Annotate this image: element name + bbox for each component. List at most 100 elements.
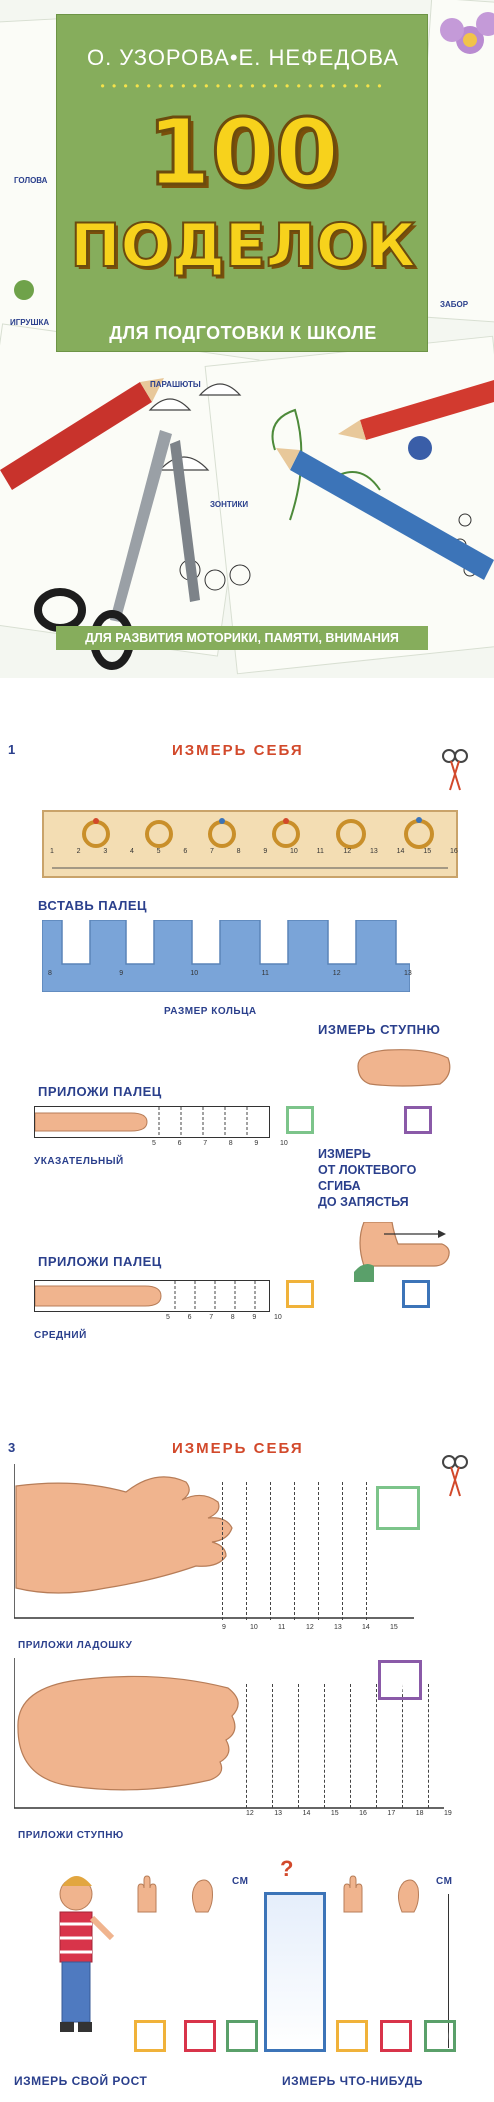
palm-measure-frame [14,1464,414,1619]
dashed-guide [402,1684,403,1808]
foot-measure-frame [14,1658,444,1809]
measure-elbow-line: СГИБА [318,1179,361,1193]
book-authors: О. УЗОРОВА•Е. НЕФЕДОВА [86,45,400,70]
measure-something-label: ИЗМЕРЬ ЧТО-НИБУДЬ [282,2074,424,2088]
book-subtitle: ДЛЯ ПОДГОТОВКИ К ШКОЛЕ [109,323,377,343]
scissors-icon [442,1455,468,1497]
boy-illustration [59,1876,115,2032]
tick-label: 8 [48,970,52,977]
tick-label: 10 [190,970,199,977]
middle-finger-label: СРЕДНИЙ [34,1330,87,1341]
tick-label: 11 [316,848,324,855]
tick-label: 5 [152,1140,156,1147]
tick-label: 12 [332,970,341,977]
tick-label: 7 [210,848,214,855]
tick-label: 6 [177,1140,182,1147]
dashed-guide [428,1684,429,1808]
sheet-label: ЗОНТИКИ [210,500,249,509]
tick-label: 7 [203,1140,208,1147]
tick-label: 6 [187,1314,192,1321]
arm-illustration [354,1222,450,1282]
foot-icon [398,1879,419,1913]
color-square [226,2020,258,2052]
scissors-icon [442,749,468,791]
tick-label: 14 [396,848,405,855]
red-pencil-icon [0,378,164,490]
measure-height-label: ИЗМЕРЬ СВОЙ РОСТ [14,2074,148,2088]
hand-icon [137,1875,157,1913]
tick-label: 9 [119,970,124,977]
tick-label: 15 [330,1810,339,1817]
tick-label: 1 [50,848,54,855]
tick-label: 9 [222,1624,226,1631]
tick-label: 11 [261,970,269,977]
index-finger-label: УКАЗАТЕЛЬНЫЙ [34,1156,124,1167]
tick-label: 7 [209,1314,214,1321]
color-square [376,1486,420,1530]
tick-label: 16 [450,848,458,855]
cover-tagline: ДЛЯ РАЗВИТИЯ МОТОРИКИ, ПАМЯТИ, ВНИМАНИЯ [56,626,428,650]
color-square [378,1660,422,1700]
book-cover: ПАРАШЮТЫ ЗОНТИКИ ЗАБОР ГОЛОВА ИГРУШКА О.… [0,0,494,678]
dashed-guide [366,1482,367,1620]
color-square [380,2020,412,2052]
sheet-label: ГОЛОВА [14,176,48,185]
tick-label: 15 [390,1624,398,1631]
tick-label: 13 [274,1810,283,1817]
tick-label: 6 [183,848,188,855]
page-number: 1 [8,742,16,757]
blue-pencil-icon [276,448,494,580]
measure-foot-label: ИЗМЕРЬ СТУПНЮ [318,1022,441,1037]
book-title-number: 100 [145,99,340,206]
tick-label: 8 [228,1140,233,1147]
tick-label: 10 [274,1314,282,1321]
tick-label: 3 [103,848,108,855]
decorative-divider: • • • • • • • • • • • • • • • • • • • • … [100,79,384,93]
dashed-guide [318,1482,319,1620]
color-square [404,1106,432,1134]
tick-label: 13 [370,848,378,855]
page-title: ИЗМЕРЬ СЕБЯ [172,1440,304,1457]
tick-label: 15 [423,848,432,855]
tick-label: 12 [306,1624,314,1631]
color-square [336,2020,368,2052]
sheet-label: ЗАБОР [440,300,469,309]
frog-icon [14,280,34,300]
foot-icon [192,1879,213,1913]
middle-finger-illustration [35,1281,256,1310]
tick-label: 12 [246,1810,254,1817]
foot-illustration [17,1675,239,1791]
height-rectangle [264,1892,326,2052]
hand-icon [343,1875,363,1913]
ring-size-comb [42,920,410,992]
foot-illustration [357,1049,451,1087]
tick-label: 18 [415,1810,424,1817]
color-square [184,2020,216,2052]
palm-illustration [15,1476,233,1594]
dashed-guide [222,1482,223,1620]
flower-icon [440,12,494,54]
dashed-guide [350,1684,351,1808]
rings-illustration [52,817,448,869]
index-finger-illustration [35,1107,248,1136]
tick-label: 9 [252,1314,257,1321]
tick-label: 14 [302,1810,311,1817]
color-square [286,1106,314,1134]
apply-finger-label: ПРИЛОЖИ ПАЛЕЦ [38,1084,162,1099]
scale-line [448,1894,449,2048]
tick-label: 5 [166,1314,170,1321]
color-square [424,2020,456,2052]
color-square [286,1280,314,1308]
dashed-guide [294,1482,295,1620]
dashed-guide [270,1482,271,1620]
apply-palm-label: ПРИЛОЖИ ЛАДОШКУ [18,1640,133,1651]
tick-label: 10 [280,1140,288,1147]
tick-label: 16 [359,1810,367,1817]
finger-measure-box [34,1280,270,1312]
